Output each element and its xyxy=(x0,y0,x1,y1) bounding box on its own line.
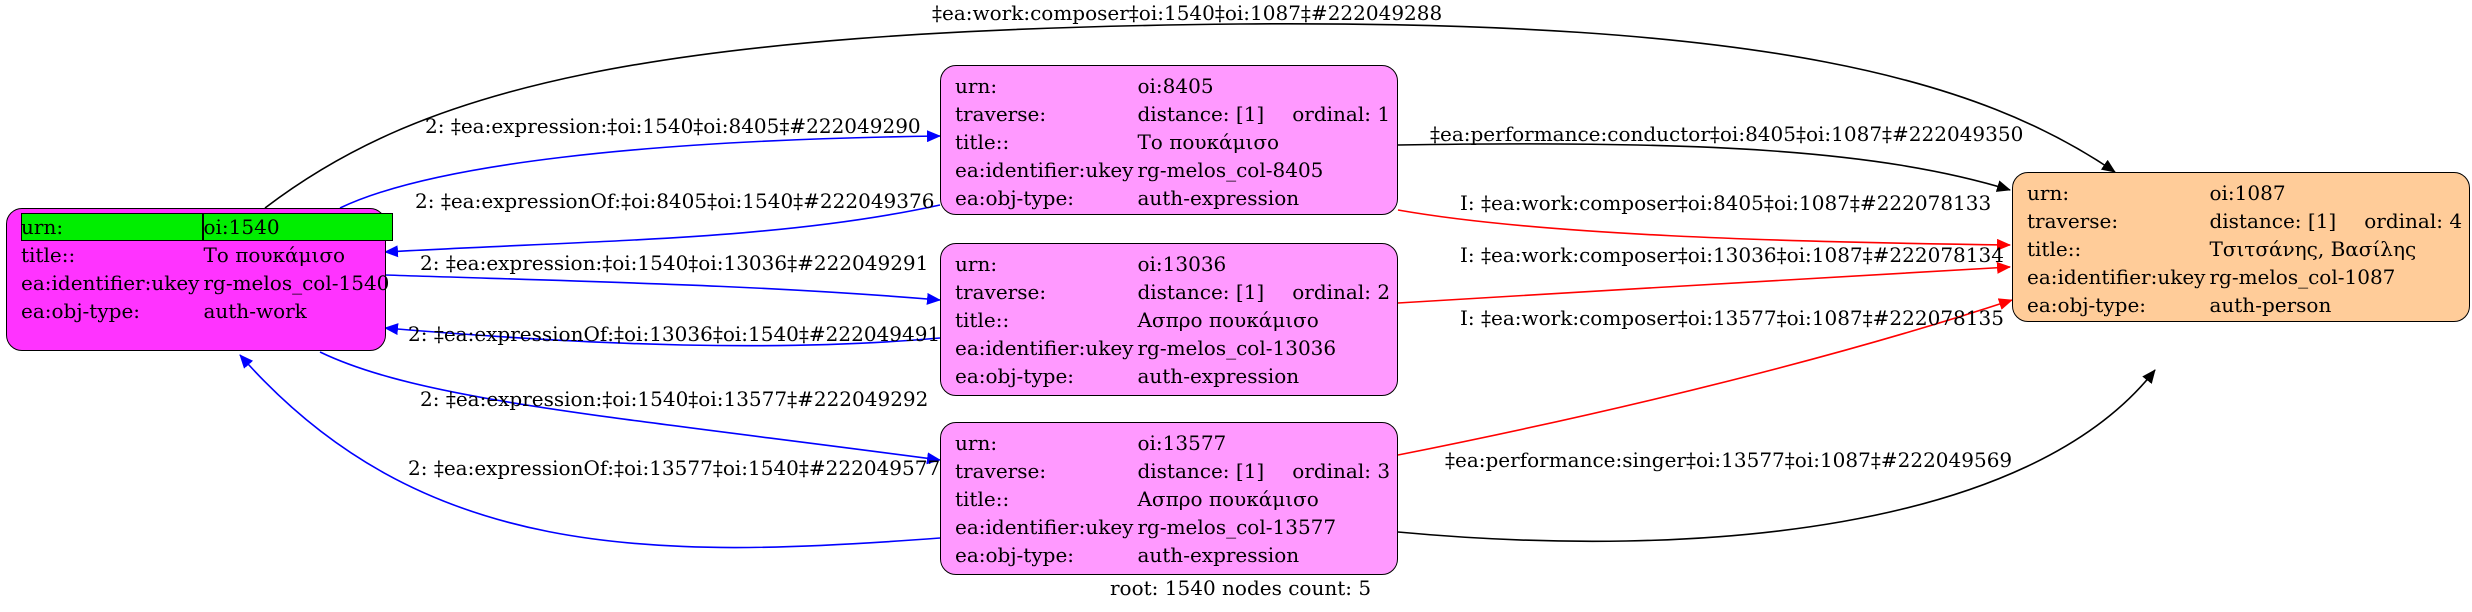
urn-key: urn: xyxy=(955,74,998,98)
urn-key: urn: xyxy=(955,431,998,455)
edge-composer-13036 xyxy=(1397,261,2011,304)
type-value: auth-work xyxy=(203,299,307,323)
ukey-value: rg-melos_col-8405 xyxy=(1137,158,1324,182)
edge-label-work-composer: ‡ea:work:composer‡oi:1540‡oi:1087‡#22204… xyxy=(932,1,1442,25)
traverse-value: distance: [1] ordinal: 2 xyxy=(1137,278,1394,306)
edge-label-expression-8405: 2: ‡ea:expression:‡oi:1540‡oi:8405‡#2220… xyxy=(425,114,921,138)
edge-label-composer-13577: I: ‡ea:work:composer‡oi:13577‡oi:1087‡#2… xyxy=(1460,306,2004,330)
edge-label-conductor-8405: ‡ea:performance:conductor‡oi:8405‡oi:108… xyxy=(1430,122,2023,146)
ukey-key: ea:identifier:ukey xyxy=(955,336,1134,360)
edge-work-composer xyxy=(264,23,2116,209)
urn-value: oi:1540 xyxy=(203,213,394,241)
edge-label-composer-8405: I: ‡ea:work:composer‡oi:8405‡oi:1087‡#22… xyxy=(1460,191,1991,215)
title-value: Ασπρο πουκάμισο xyxy=(1137,487,1319,511)
distance-value: distance: [1] xyxy=(1137,280,1265,304)
ukey-value: rg-melos_col-13577 xyxy=(1137,515,1337,539)
expression-fields-13577: urn: oi:13577 traverse: distance: [1] ordin… xyxy=(955,429,1394,569)
traverse-key: traverse: xyxy=(2027,209,2119,233)
title-key: title:: xyxy=(955,130,1010,154)
expression-node-8405[interactable]: urn: oi:8405 traverse: distance: [1] ordina… xyxy=(940,65,1398,215)
ukey-value: rg-melos_col-1087 xyxy=(2209,265,2396,289)
urn-value: oi:13036 xyxy=(1137,252,1227,276)
ordinal-value: ordinal: 3 xyxy=(1292,459,1391,483)
type-key: ea:obj-type: xyxy=(2027,293,2147,317)
title-key: title:: xyxy=(955,308,1010,332)
edge-expression-13577 xyxy=(319,351,941,465)
edge-label-expression-of-8405: 2: ‡ea:expressionOf:‡oi:8405‡oi:1540‡#22… xyxy=(415,189,934,213)
ukey-value: rg-melos_col-13036 xyxy=(1137,336,1337,360)
ordinal-value: ordinal: 2 xyxy=(1292,280,1391,304)
type-key: ea:obj-type: xyxy=(955,364,1075,388)
person-fields-1087: urn: oi:1087 traverse: distance: [1] ordina… xyxy=(2027,179,2466,319)
ukey-key: ea:identifier:ukey xyxy=(2027,265,2206,289)
edge-label-expression-of-13577: 2: ‡ea:expressionOf:‡oi:13577‡oi:1540‡#2… xyxy=(408,456,940,480)
traverse-value: distance: [1] ordinal: 3 xyxy=(1137,457,1394,485)
edge-label-composer-13036: I: ‡ea:work:composer‡oi:13036‡oi:1087‡#2… xyxy=(1460,243,2004,267)
title-key: title:: xyxy=(2027,237,2082,261)
type-value: auth-person xyxy=(2209,293,2332,317)
expression-fields-8405: urn: oi:8405 traverse: distance: [1] ordina… xyxy=(955,72,1394,212)
edge-label-expression-of-13036: 2: ‡ea:expressionOf:‡oi:13036‡oi:1540‡#2… xyxy=(408,322,940,346)
urn-key: urn: xyxy=(2027,181,2070,205)
edge-expression-of-8405 xyxy=(384,204,941,258)
expression-node-13036[interactable]: urn: oi:13036 traverse: distance: [1] ordin… xyxy=(940,243,1398,396)
expression-fields-13036: urn: oi:13036 traverse: distance: [1] ordin… xyxy=(955,250,1394,390)
title-key: title:: xyxy=(955,487,1010,511)
urn-key: urn: xyxy=(21,213,204,241)
ukey-key: ea:identifier:ukey xyxy=(21,271,200,295)
urn-value: oi:8405 xyxy=(1137,74,1214,98)
type-key: ea:obj-type: xyxy=(21,299,141,323)
traverse-value: distance: [1] ordinal: 4 xyxy=(2209,207,2466,235)
edge-expression-of-13036 xyxy=(384,323,941,347)
person-node-1087[interactable]: urn: oi:1087 traverse: distance: [1] ordina… xyxy=(2012,172,2470,322)
traverse-key: traverse: xyxy=(955,102,1047,126)
edge-composer-13577 xyxy=(1397,298,2013,456)
title-key: title:: xyxy=(21,243,76,267)
edge-expression-of-13577 xyxy=(239,354,941,549)
urn-value: oi:13577 xyxy=(1137,431,1227,455)
footer-summary: root: 1540 nodes count: 5 xyxy=(1110,576,1372,600)
edge-label-expression-13036: 2: ‡ea:expression:‡oi:1540‡oi:13036‡#222… xyxy=(420,251,928,275)
title-value: Ασπρο πουκάμισο xyxy=(1137,308,1319,332)
edge-expression-8405 xyxy=(339,130,941,209)
ukey-key: ea:identifier:ukey xyxy=(955,515,1134,539)
distance-value: distance: [1] xyxy=(1137,102,1265,126)
title-value: Το πουκάμισο xyxy=(203,243,346,267)
traverse-key: traverse: xyxy=(955,459,1047,483)
edge-expression-13036 xyxy=(384,274,941,305)
ukey-key: ea:identifier:ukey xyxy=(955,158,1134,182)
root-work-node[interactable]: urn: oi:1540 title:: Το πουκάμισο ea:ide… xyxy=(6,208,394,351)
edge-composer-8405 xyxy=(1397,209,2011,251)
traverse-value: distance: [1] ordinal: 1 xyxy=(1137,100,1394,128)
ukey-value: rg-melos_col-1540 xyxy=(203,271,390,295)
distance-value: distance: [1] xyxy=(2209,209,2337,233)
type-value: auth-expression xyxy=(1137,186,1300,210)
type-value: auth-expression xyxy=(1137,543,1300,567)
urn-key: urn: xyxy=(955,252,998,276)
ordinal-value: ordinal: 1 xyxy=(1292,102,1391,126)
distance-value: distance: [1] xyxy=(1137,459,1265,483)
type-key: ea:obj-type: xyxy=(955,186,1075,210)
edge-label-singer-13577: ‡ea:performance:singer‡oi:13577‡oi:1087‡… xyxy=(1445,448,2012,472)
urn-value: oi:1087 xyxy=(2209,181,2286,205)
type-key: ea:obj-type: xyxy=(955,543,1075,567)
edge-label-expression-13577: 2: ‡ea:expression:‡oi:1540‡oi:13577‡#222… xyxy=(420,387,928,411)
title-value: Το πουκάμισο xyxy=(1137,130,1280,154)
expression-node-13577[interactable]: urn: oi:13577 traverse: distance: [1] ordin… xyxy=(940,422,1398,575)
title-value: Τσιτσάνης, Βασίλης xyxy=(2209,237,2417,261)
traverse-key: traverse: xyxy=(955,280,1047,304)
edge-singer-13577 xyxy=(1397,369,2156,543)
type-value: auth-expression xyxy=(1137,364,1300,388)
ordinal-value: ordinal: 4 xyxy=(2364,209,2463,233)
root-work-fields: urn: oi:1540 title:: Το πουκάμισο ea:ide… xyxy=(21,213,394,325)
edge-conductor-8405 xyxy=(1397,143,2011,192)
